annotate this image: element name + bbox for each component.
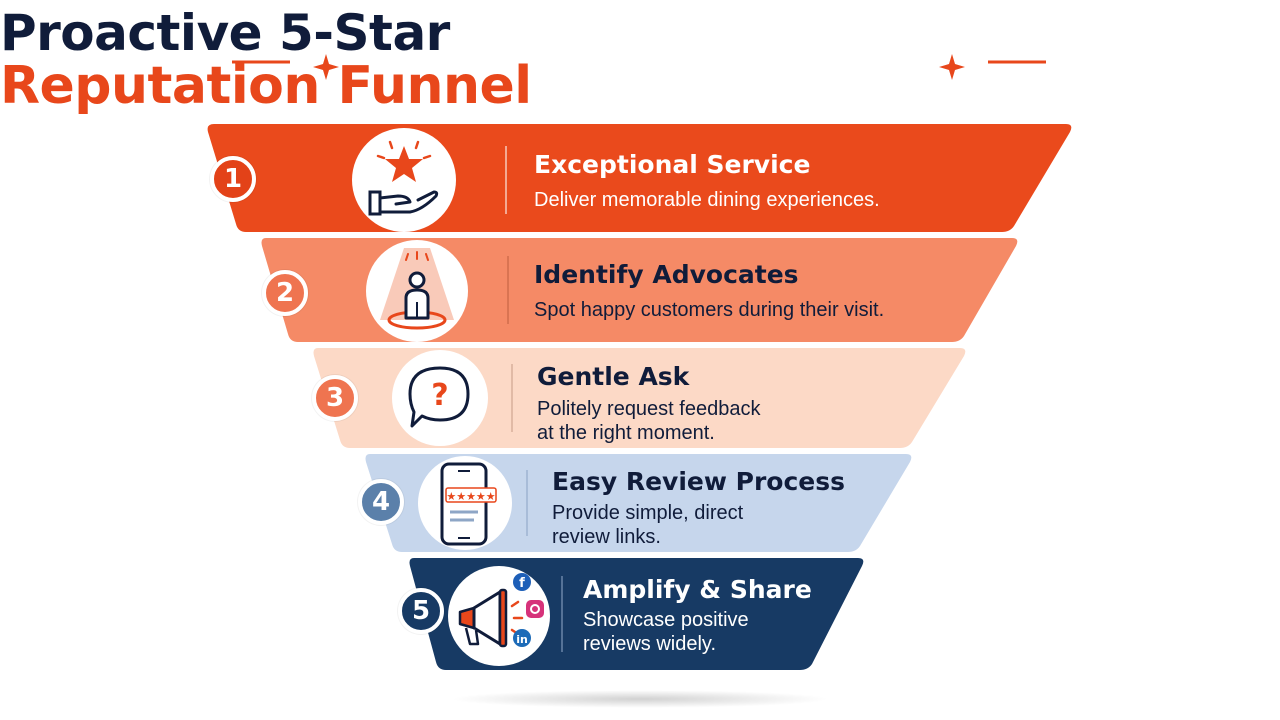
stage-1-title: Exceptional Service <box>534 150 811 179</box>
stage-1-description: Deliver memorable dining experiences. <box>534 189 880 211</box>
funnel-shadow <box>450 690 830 708</box>
stage-1-number: 1 <box>210 156 256 202</box>
title-decoration <box>232 54 1046 80</box>
svg-text:in: in <box>516 633 528 646</box>
title-line-2: Reputation Funnel <box>0 56 532 116</box>
stage-2-title: Identify Advocates <box>534 260 799 289</box>
title-line-1: Proactive 5-Star <box>0 4 450 62</box>
svg-text:?: ? <box>431 378 448 413</box>
stage-4-description: Provide simple, direct review links. <box>552 502 744 548</box>
stage-5-title: Amplify & Share <box>583 575 812 604</box>
linkedin-icon <box>513 629 531 647</box>
stage-3-title: Gentle Ask <box>537 362 690 391</box>
spotlight-person-icon <box>366 240 468 342</box>
sparkle-icon <box>939 54 965 80</box>
stage-2-description: Spot happy customers during their visit. <box>534 299 885 321</box>
facebook-icon <box>513 573 531 591</box>
stage-4-title: Easy Review Process <box>552 467 846 496</box>
stage-3-description: Politely request feedback at the right m… <box>537 398 761 444</box>
stage-2-number: 2 <box>262 270 308 316</box>
question-bubble-icon: ? <box>392 350 488 446</box>
stage-5-description: Showcase positive reviews widely. <box>583 609 749 655</box>
stage-3-number: 3 <box>312 375 358 421</box>
instagram-icon <box>526 600 544 618</box>
svg-text:f: f <box>519 576 525 591</box>
stage-5-number: 5 <box>398 588 444 634</box>
stage-4-number: 4 <box>358 479 404 525</box>
phone-review-icon: ★★★★★ <box>418 456 512 550</box>
sparkle-icon <box>313 54 339 80</box>
svg-text:★★★★★: ★★★★★ <box>446 490 495 503</box>
hand-star-icon <box>352 128 456 232</box>
megaphone-social-icon: f in <box>448 566 550 666</box>
